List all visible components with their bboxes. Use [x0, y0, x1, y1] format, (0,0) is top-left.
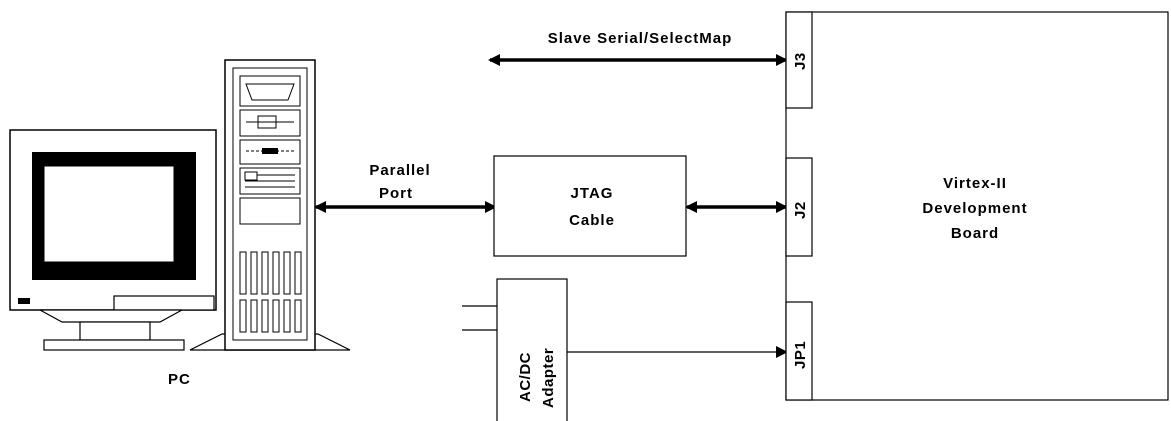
board-label-line3: Board: [951, 225, 999, 242]
adapter-label-line2: Adapter: [540, 348, 557, 408]
jtag-cable-label-line2: Cable: [569, 212, 615, 229]
jtag-cable-box: [494, 156, 686, 256]
parallel-port-label-line1: Parallel: [369, 162, 430, 179]
pc-monitor-icon: [10, 130, 216, 350]
ac-dc-adapter: AC/DC Adapter: [462, 279, 567, 421]
connector-j2-label: J2: [792, 201, 809, 219]
connector-jp1-label: JP1: [792, 341, 809, 369]
board-label-line1: Virtex-II: [943, 175, 1007, 192]
connector-j3-label: J3: [792, 52, 809, 70]
connector-j3: J3: [786, 12, 812, 108]
adapter-label-line1: AC/DC: [517, 352, 534, 402]
slave-serial-label: Slave Serial/SelectMap: [548, 30, 733, 47]
board-label-line2: Development: [922, 200, 1027, 217]
parallel-port-label-line2: Port: [379, 185, 413, 202]
connector-jp1: JP1: [786, 302, 812, 400]
connector-j2: J2: [786, 158, 812, 256]
jtag-cable-label-line1: JTAG: [571, 185, 614, 202]
pc-label: PC: [168, 371, 191, 388]
